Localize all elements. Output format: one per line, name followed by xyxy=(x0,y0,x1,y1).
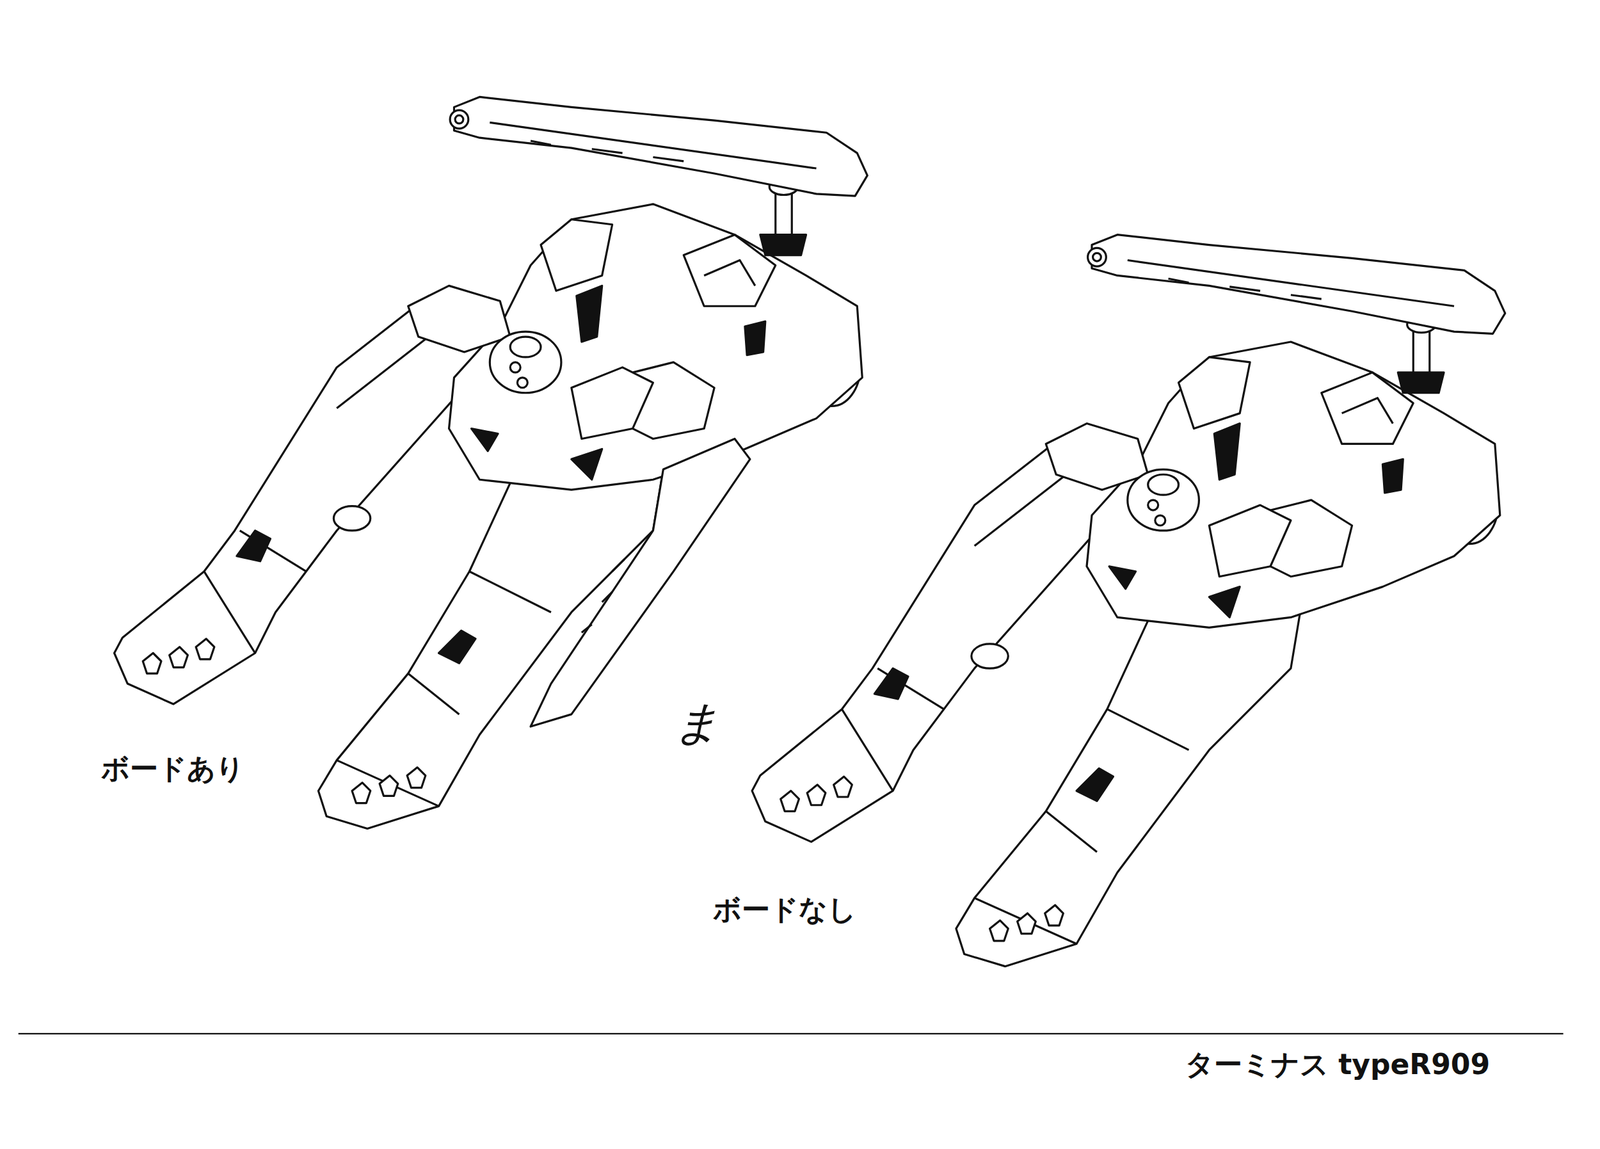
variant-label: ボードなし xyxy=(712,890,857,929)
variant-label: ボードあり xyxy=(101,750,245,788)
signature: ま xyxy=(673,692,721,754)
sheet-title: ターミナス typeR909 xyxy=(1185,1045,1490,1084)
